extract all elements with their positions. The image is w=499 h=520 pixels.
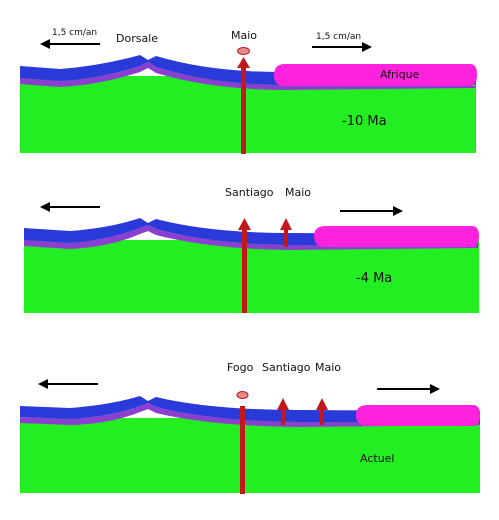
mantle-block (20, 418, 480, 493)
ridge-label: Dorsale (116, 32, 158, 45)
hotspot-conduit (241, 66, 246, 154)
volcano-label-maio: Maio (285, 186, 311, 199)
mantle-block (24, 240, 479, 313)
velocity-right-label: 1,5 cm/an (316, 32, 361, 42)
panel-actuel: Fogo Santiago Maio Actuel (20, 361, 480, 494)
volcano-santiago-marker (238, 218, 251, 230)
volcano-santiago-marker (277, 398, 289, 410)
volcano-maio-marker (237, 57, 250, 68)
volcano-label-maio: Maio (231, 29, 257, 42)
hotspot-conduit (240, 406, 245, 494)
age-label: Actuel (360, 452, 395, 465)
volcano-santiago-conduit (281, 404, 285, 425)
velocity-left-label: 1,5 cm/an (52, 28, 97, 38)
mantle-block (20, 76, 476, 153)
volcano-label-santiago: Santiago (262, 361, 311, 374)
african-continent (356, 405, 480, 426)
oceanic-crust-base (20, 62, 476, 90)
panel-minus-4-ma: Santiago Maio -4 Ma (24, 186, 479, 313)
hotspot-conduit (242, 229, 247, 313)
volcano-maio-conduit (320, 404, 324, 425)
oceanic-crust-base (20, 403, 480, 427)
age-label: -10 Ma (342, 114, 387, 129)
african-continent (274, 64, 477, 86)
age-label: -4 Ma (356, 271, 392, 286)
volcano-maio-marker (280, 218, 292, 230)
volcano-label-fogo: Fogo (227, 361, 254, 374)
volcano-maio-conduit (284, 226, 288, 247)
volcano-maio-marker (316, 398, 328, 410)
continent-label: Afrique (380, 68, 420, 81)
plume-head (237, 47, 250, 55)
african-continent (314, 226, 479, 247)
plume-head-fogo (236, 391, 249, 399)
oceanic-crust-base (24, 225, 478, 250)
volcano-label-maio: Maio (315, 361, 341, 374)
panel-minus-10-ma: Afrique 1,5 cm/an 1,5 cm/an Dorsale Maio… (20, 28, 477, 154)
volcano-label-santiago: Santiago (225, 186, 274, 199)
